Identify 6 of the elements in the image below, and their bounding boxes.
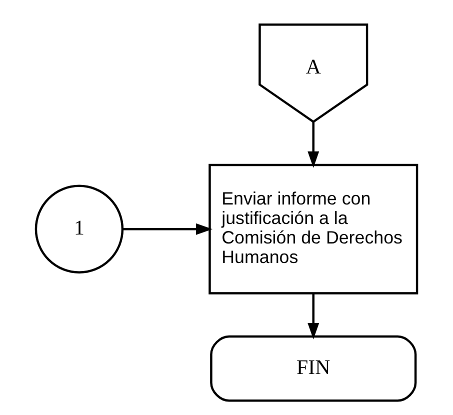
- node-circle: 1: [34, 184, 124, 274]
- node-box: Enviar informe con justificación a la Comisión de Derechos Humanos: [208, 164, 418, 294]
- arrow: [122, 223, 212, 235]
- node-box: FIN: [210, 335, 417, 402]
- arrow: [308, 122, 320, 168]
- arrow: [308, 293, 320, 340]
